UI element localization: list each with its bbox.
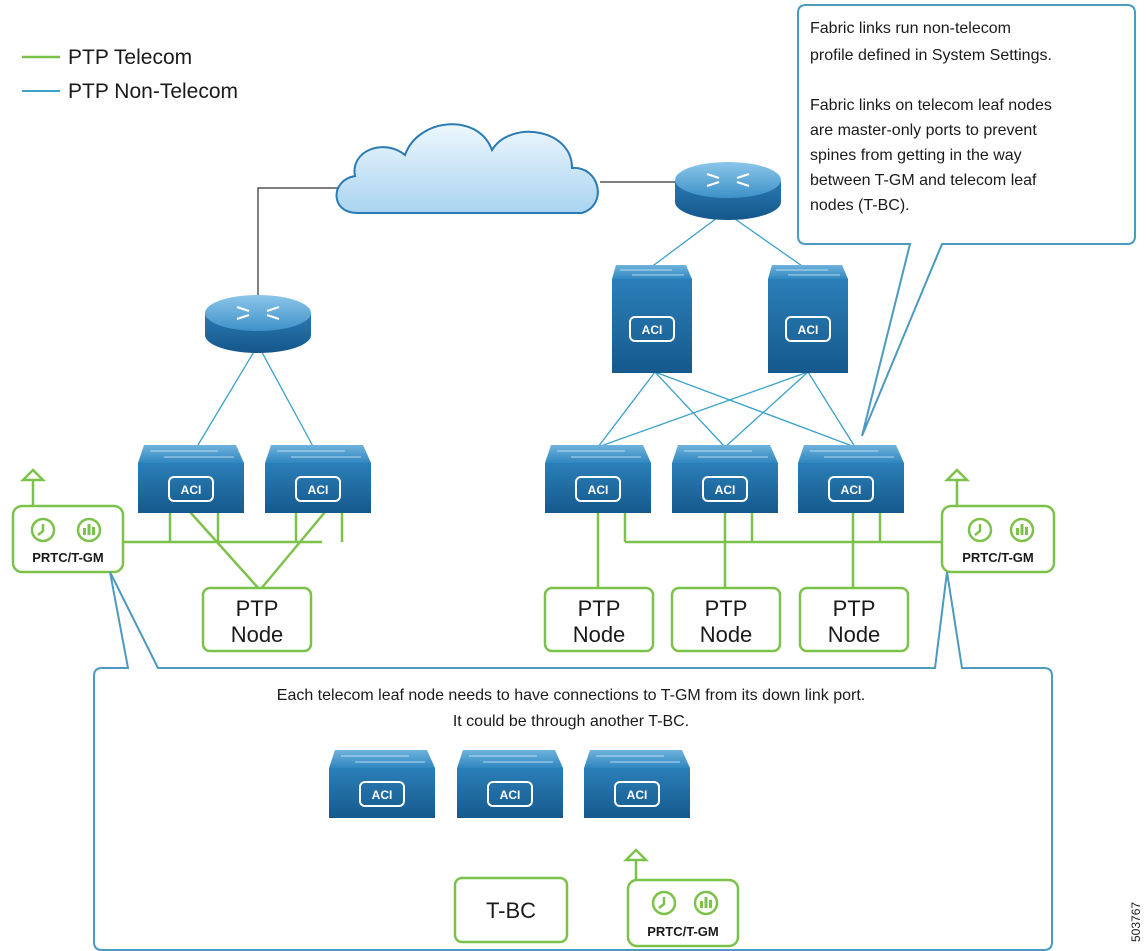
aci-switch-icon: ACI [359, 781, 405, 807]
router-icon [205, 295, 311, 353]
ptp-node-line1: PTP [578, 596, 621, 621]
aci-label: ACI [181, 483, 202, 497]
ptp-node-line1: PTP [705, 596, 748, 621]
telecom-links [122, 511, 945, 591]
aci-leaf-switch: ACI [545, 445, 651, 513]
ptp-node: PTP Node [201, 586, 313, 653]
tbc-node: T-BC [453, 876, 569, 944]
aci-switch-icon: ACI [168, 476, 214, 502]
aci-label: ACI [308, 483, 329, 497]
callout-top-line6: spines from getting in the way [810, 147, 1022, 164]
legend-telecom-label: PTP Telecom [68, 46, 192, 69]
callout-bottom-line2: It could be through another T-BC. [453, 713, 689, 730]
signal-icon [76, 517, 102, 543]
aci-leaf-switch: ACI [584, 750, 690, 818]
aci-label: ACI [627, 788, 648, 802]
aci-leaf-switch: ACI [798, 445, 904, 513]
legend: PTP Telecom PTP Non-Telecom [22, 46, 238, 103]
ptp-node-line2: Node [828, 622, 881, 647]
ptp-node: PTP Node [798, 586, 910, 653]
aci-switch-icon: ACI [614, 781, 660, 807]
aci-label: ACI [372, 788, 393, 802]
callout-bottom-line1: Each telecom leaf node needs to have con… [277, 687, 865, 704]
aci-switch-icon: ACI [702, 476, 748, 502]
callout-downlink-requirement: Each telecom leaf node needs to have con… [93, 571, 1053, 951]
tbc-label: T-BC [486, 898, 536, 923]
router-icon [675, 162, 781, 220]
callout-top-line8: nodes (T-BC). [810, 197, 910, 214]
ptp-node-line2: Node [573, 622, 626, 647]
grandmaster-inset: PRTC/T-GM [622, 848, 740, 948]
aci-switch-icon: ACI [295, 476, 341, 502]
clock-icon [967, 517, 993, 543]
gps-antenna-icon [622, 848, 650, 880]
aci-leaf-switch: ACI [265, 445, 371, 513]
ptp-node-line2: Node [700, 622, 753, 647]
callout-top-line5: are master-only ports to prevent [810, 122, 1037, 139]
ptp-node-line1: PTP [236, 596, 279, 621]
aci-label: ACI [715, 483, 736, 497]
aci-leaf-switch: ACI [329, 750, 435, 818]
wan-links [257, 181, 680, 300]
aci-label: ACI [588, 483, 609, 497]
grandmaster-label: PRTC/T-GM [32, 550, 104, 565]
clock-icon [30, 517, 56, 543]
callout-top-line4: Fabric links on telecom leaf nodes [810, 97, 1052, 114]
aci-switch-icon: ACI [828, 476, 874, 502]
aci-leaf-switch: ACI [457, 750, 563, 818]
cloud-icon [335, 123, 599, 214]
ptp-node: PTP Node [543, 586, 655, 653]
aci-switch-icon: ACI [629, 316, 675, 342]
figure-id: 503767 [1129, 902, 1143, 942]
aci-spine-switch: ACI [612, 265, 692, 373]
callout-top-line2: profile defined in System Settings. [810, 47, 1052, 64]
callout-top-line7: between T-GM and telecom leaf [810, 172, 1037, 189]
aci-leaf-switch: ACI [138, 445, 244, 513]
aci-switch-icon: ACI [575, 476, 621, 502]
aci-label: ACI [642, 323, 663, 337]
ptp-node-line1: PTP [833, 596, 876, 621]
ptp-node: PTP Node [670, 586, 782, 653]
grandmaster-label: PRTC/T-GM [962, 550, 1034, 565]
callout-top-line1: Fabric links run non-telecom [810, 20, 1011, 37]
legend-nontelecom-label: PTP Non-Telecom [68, 80, 238, 103]
gps-antenna-icon [19, 468, 47, 506]
grandmaster-label: PRTC/T-GM [647, 924, 719, 939]
clock-icon [651, 890, 677, 916]
grandmaster-right: PRTC/T-GM [940, 468, 1056, 574]
aci-switch-icon: ACI [785, 316, 831, 342]
callout-fabric-links: Fabric links run non-telecom profile def… [797, 4, 1136, 437]
signal-icon [1009, 517, 1035, 543]
aci-leaf-switch: ACI [672, 445, 778, 513]
aci-label: ACI [798, 323, 819, 337]
gps-antenna-icon [943, 468, 971, 506]
grandmaster-left: PRTC/T-GM [11, 468, 125, 574]
aci-label: ACI [841, 483, 862, 497]
aci-label: ACI [500, 788, 521, 802]
aci-switch-icon: ACI [487, 781, 533, 807]
ptp-node-line2: Node [231, 622, 284, 647]
aci-spine-switch: ACI [768, 265, 848, 373]
signal-icon [693, 890, 719, 916]
